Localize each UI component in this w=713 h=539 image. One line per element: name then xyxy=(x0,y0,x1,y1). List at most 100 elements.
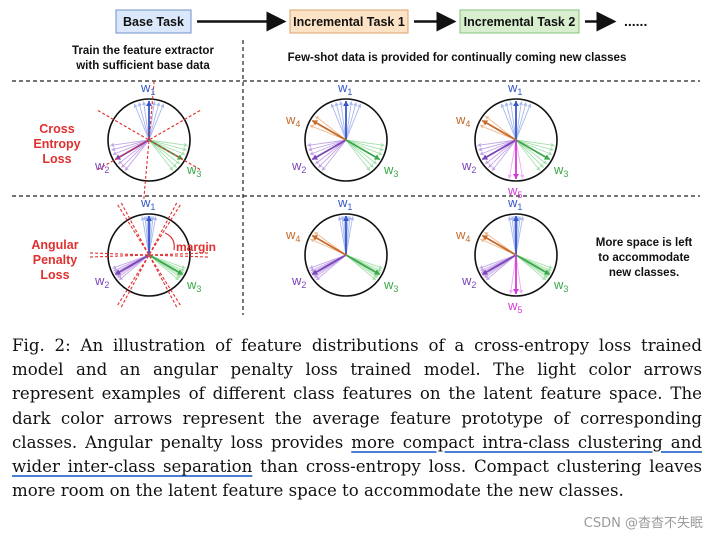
feature-arrow-head xyxy=(169,166,174,171)
feature-arrow-head xyxy=(508,289,514,294)
feature-arrow-head xyxy=(378,151,383,156)
feature-arrow-head xyxy=(112,151,117,156)
feature-arrow xyxy=(515,139,553,156)
prototype-arrow xyxy=(481,234,517,256)
class-label-4: w4 xyxy=(285,112,300,129)
feature-arrow-head xyxy=(536,166,541,171)
feature-arrow xyxy=(345,139,378,165)
feature-arrow-head xyxy=(338,101,344,106)
feature-arrow xyxy=(484,139,517,165)
feature-arrow-head xyxy=(337,216,342,221)
feature-arrow xyxy=(515,101,522,141)
feature-arrow-head xyxy=(309,151,314,156)
feature-arrow xyxy=(309,254,347,269)
feature-arrow-head xyxy=(486,276,491,281)
pipeline-ellipsis: ...... xyxy=(624,13,647,29)
margin-arc xyxy=(164,232,175,251)
feature-arrow-head xyxy=(527,103,532,108)
prototype-arrow-head xyxy=(343,216,349,221)
feature-arrow-head xyxy=(518,101,524,106)
feature-arrow-head xyxy=(307,142,312,148)
prototype-arrow xyxy=(311,139,347,161)
prototype-arrow-head xyxy=(312,235,319,241)
feature-arrow-head xyxy=(318,163,323,168)
prototype-arrow xyxy=(114,254,150,276)
feature-arrow xyxy=(508,216,517,256)
feature-arrow-head xyxy=(118,160,123,165)
class-label-1: w1 xyxy=(507,195,522,212)
feature-arrow xyxy=(479,124,517,141)
feature-arrow-head xyxy=(315,115,320,120)
feature-arrow-head xyxy=(308,147,313,152)
feature-arrow-head xyxy=(321,166,326,171)
feature-arrow-head xyxy=(366,166,371,171)
feature-arrow-head xyxy=(549,147,554,152)
feature-arrow-head xyxy=(523,102,528,107)
class-label-1: w1 xyxy=(140,195,155,212)
feature-arrow xyxy=(345,139,374,168)
class-label-2: w2 xyxy=(461,158,476,175)
feature-arrow-head xyxy=(479,151,484,156)
feature-arrow xyxy=(477,139,517,146)
feature-arrow-head xyxy=(508,101,514,106)
class-label-2: w2 xyxy=(291,273,306,290)
feature-arrow xyxy=(148,102,160,141)
class-label-1: w1 xyxy=(337,195,352,212)
feature-arrow xyxy=(133,103,150,141)
feature-arrow xyxy=(479,139,517,156)
feature-arrow xyxy=(515,139,555,146)
feature-arrow xyxy=(118,254,150,281)
feature-arrow-head xyxy=(183,142,188,148)
class-label-1: w1 xyxy=(507,80,522,97)
feature-arrow xyxy=(515,139,524,179)
prototype-arrow-head xyxy=(543,269,550,275)
feature-arrow xyxy=(515,254,522,294)
feature-arrow-head xyxy=(111,147,116,152)
feature-arrow xyxy=(345,103,362,141)
feature-arrow xyxy=(345,254,377,281)
feature-arrow-head xyxy=(334,102,339,107)
feature-arrow-head xyxy=(485,160,490,165)
feature-circle xyxy=(474,213,558,297)
feature-arrow xyxy=(110,139,150,146)
feature-arrow-head xyxy=(477,142,482,148)
prototype-arrow-head xyxy=(482,154,489,160)
feature-arrow xyxy=(148,216,157,256)
feature-arrow-head xyxy=(160,103,165,108)
prototype-arrow xyxy=(515,139,551,161)
ce-label-line1: Cross xyxy=(39,122,74,136)
feature-arrow-head xyxy=(309,124,314,129)
prototype-arrow xyxy=(311,119,347,141)
figure-diagram: Base Task Incremental Task 1 Incremental… xyxy=(12,9,700,315)
class-label-2: w2 xyxy=(291,158,306,175)
feature-arrow-head xyxy=(315,160,320,165)
feature-arrow-head xyxy=(156,102,161,107)
feature-arrow-head xyxy=(378,265,383,270)
feature-arrow xyxy=(143,101,150,141)
feature-arrow-head xyxy=(181,151,186,156)
feature-arrow-head xyxy=(314,232,319,236)
prototype-arrow-head xyxy=(513,101,519,106)
feature-arrow xyxy=(314,139,347,165)
incremental-task-2-label: Incremental Task 2 xyxy=(464,15,576,29)
feature-arrow xyxy=(485,254,517,281)
feature-arrow-head xyxy=(310,238,315,243)
class-label-1: w1 xyxy=(140,80,155,97)
feature-arrow xyxy=(307,139,347,146)
feature-arrow-head xyxy=(172,163,177,168)
prototype-arrow xyxy=(311,234,347,256)
prototype-arrow-head xyxy=(146,216,152,221)
feature-arrow xyxy=(111,139,150,151)
feature-arrow xyxy=(515,254,547,281)
feature-arrow xyxy=(479,254,517,269)
feature-arrow-head xyxy=(133,103,138,108)
feature-arrow xyxy=(112,254,150,269)
prototype-arrow xyxy=(515,254,551,276)
feature-arrow xyxy=(340,101,347,141)
feature-arrow xyxy=(345,254,383,269)
feature-arrow xyxy=(515,139,544,168)
watermark: CSDN @杳杳不失眠 xyxy=(583,516,703,531)
feature-arrow-head xyxy=(369,163,374,168)
feature-arrow xyxy=(515,102,527,141)
